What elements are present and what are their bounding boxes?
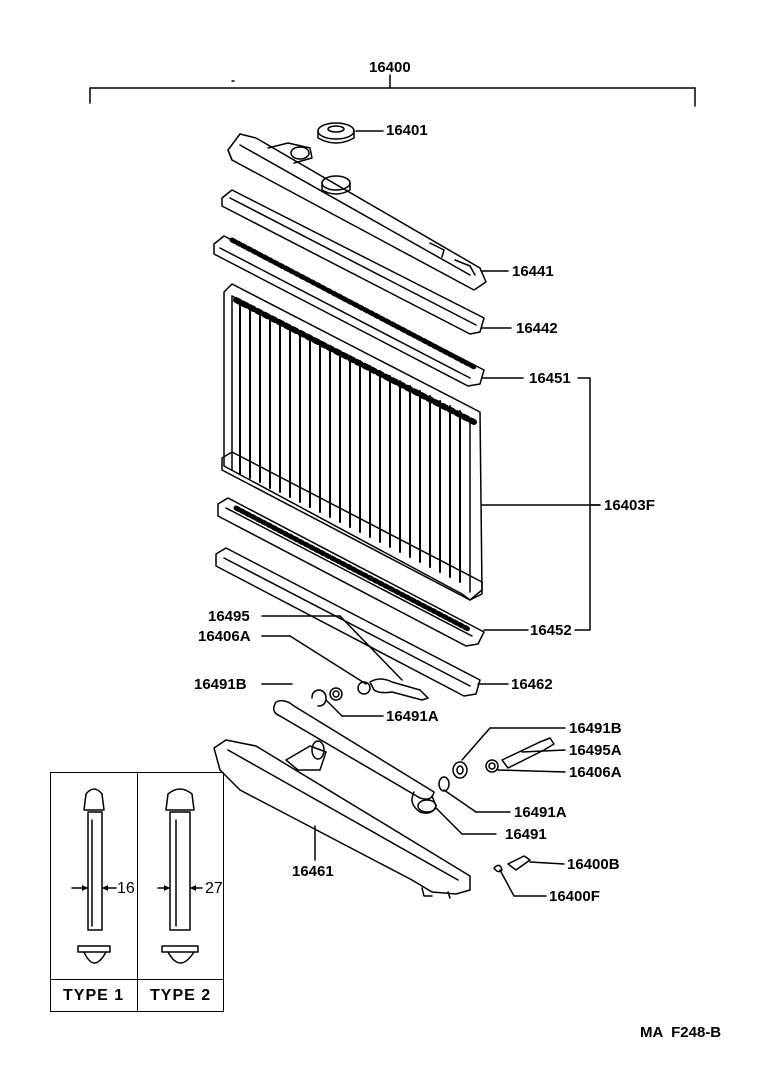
label-16442: 16442 (516, 320, 558, 337)
label-16491A-right: 16491A (514, 804, 567, 821)
drain-cock (493, 855, 565, 897)
oil-cooler-fitting-left (261, 615, 429, 717)
upper-gasket (221, 189, 512, 335)
figure-code: MA F248-B (640, 1024, 722, 1041)
label-16441: 16441 (512, 263, 554, 280)
type1-label: TYPE 1 (63, 987, 125, 1004)
type2-label: TYPE 2 (150, 987, 212, 1004)
radiator-core (221, 283, 601, 601)
oil-cooler-fitting-right (485, 737, 566, 773)
label-16451: 16451 (529, 370, 571, 387)
label-16406A-right: 16406A (569, 764, 622, 781)
radiator-cap (317, 122, 384, 144)
type2-tube-drawing (157, 788, 203, 964)
lower-gasket (215, 547, 509, 697)
label-16401: 16401 (386, 122, 428, 139)
type1-dimension: 16 (117, 880, 135, 897)
oil-cooler-tube (273, 699, 566, 835)
label-16400: 16400 (369, 59, 411, 76)
type-inset-footer-line (51, 979, 223, 980)
label-16495: 16495 (208, 608, 250, 625)
label-16400F: 16400F (549, 888, 600, 905)
label-16491B-left: 16491B (194, 676, 247, 693)
label-16495A: 16495A (569, 742, 622, 759)
label-16491: 16491 (505, 826, 547, 843)
type-inset-divider (137, 773, 138, 1011)
upper-core-plate (213, 235, 601, 631)
lower-tank (213, 739, 471, 899)
label-16452: 16452 (530, 622, 572, 639)
label-16400B: 16400B (567, 856, 620, 873)
label-16491A-left: 16491A (386, 708, 439, 725)
label-16491B-right: 16491B (569, 720, 622, 737)
type2-dimension: 27 (205, 880, 223, 897)
upper-tank (227, 133, 509, 291)
label-16461: 16461 (292, 863, 334, 880)
assembly-bracket (89, 74, 696, 107)
label-16406A-left: 16406A (198, 628, 251, 645)
lower-core-plate (217, 497, 529, 647)
label-16462: 16462 (511, 676, 553, 693)
label-16403F: 16403F (604, 497, 655, 514)
type-inset-box: 16 27 TYPE 1 TYPE 2 (50, 772, 224, 1012)
